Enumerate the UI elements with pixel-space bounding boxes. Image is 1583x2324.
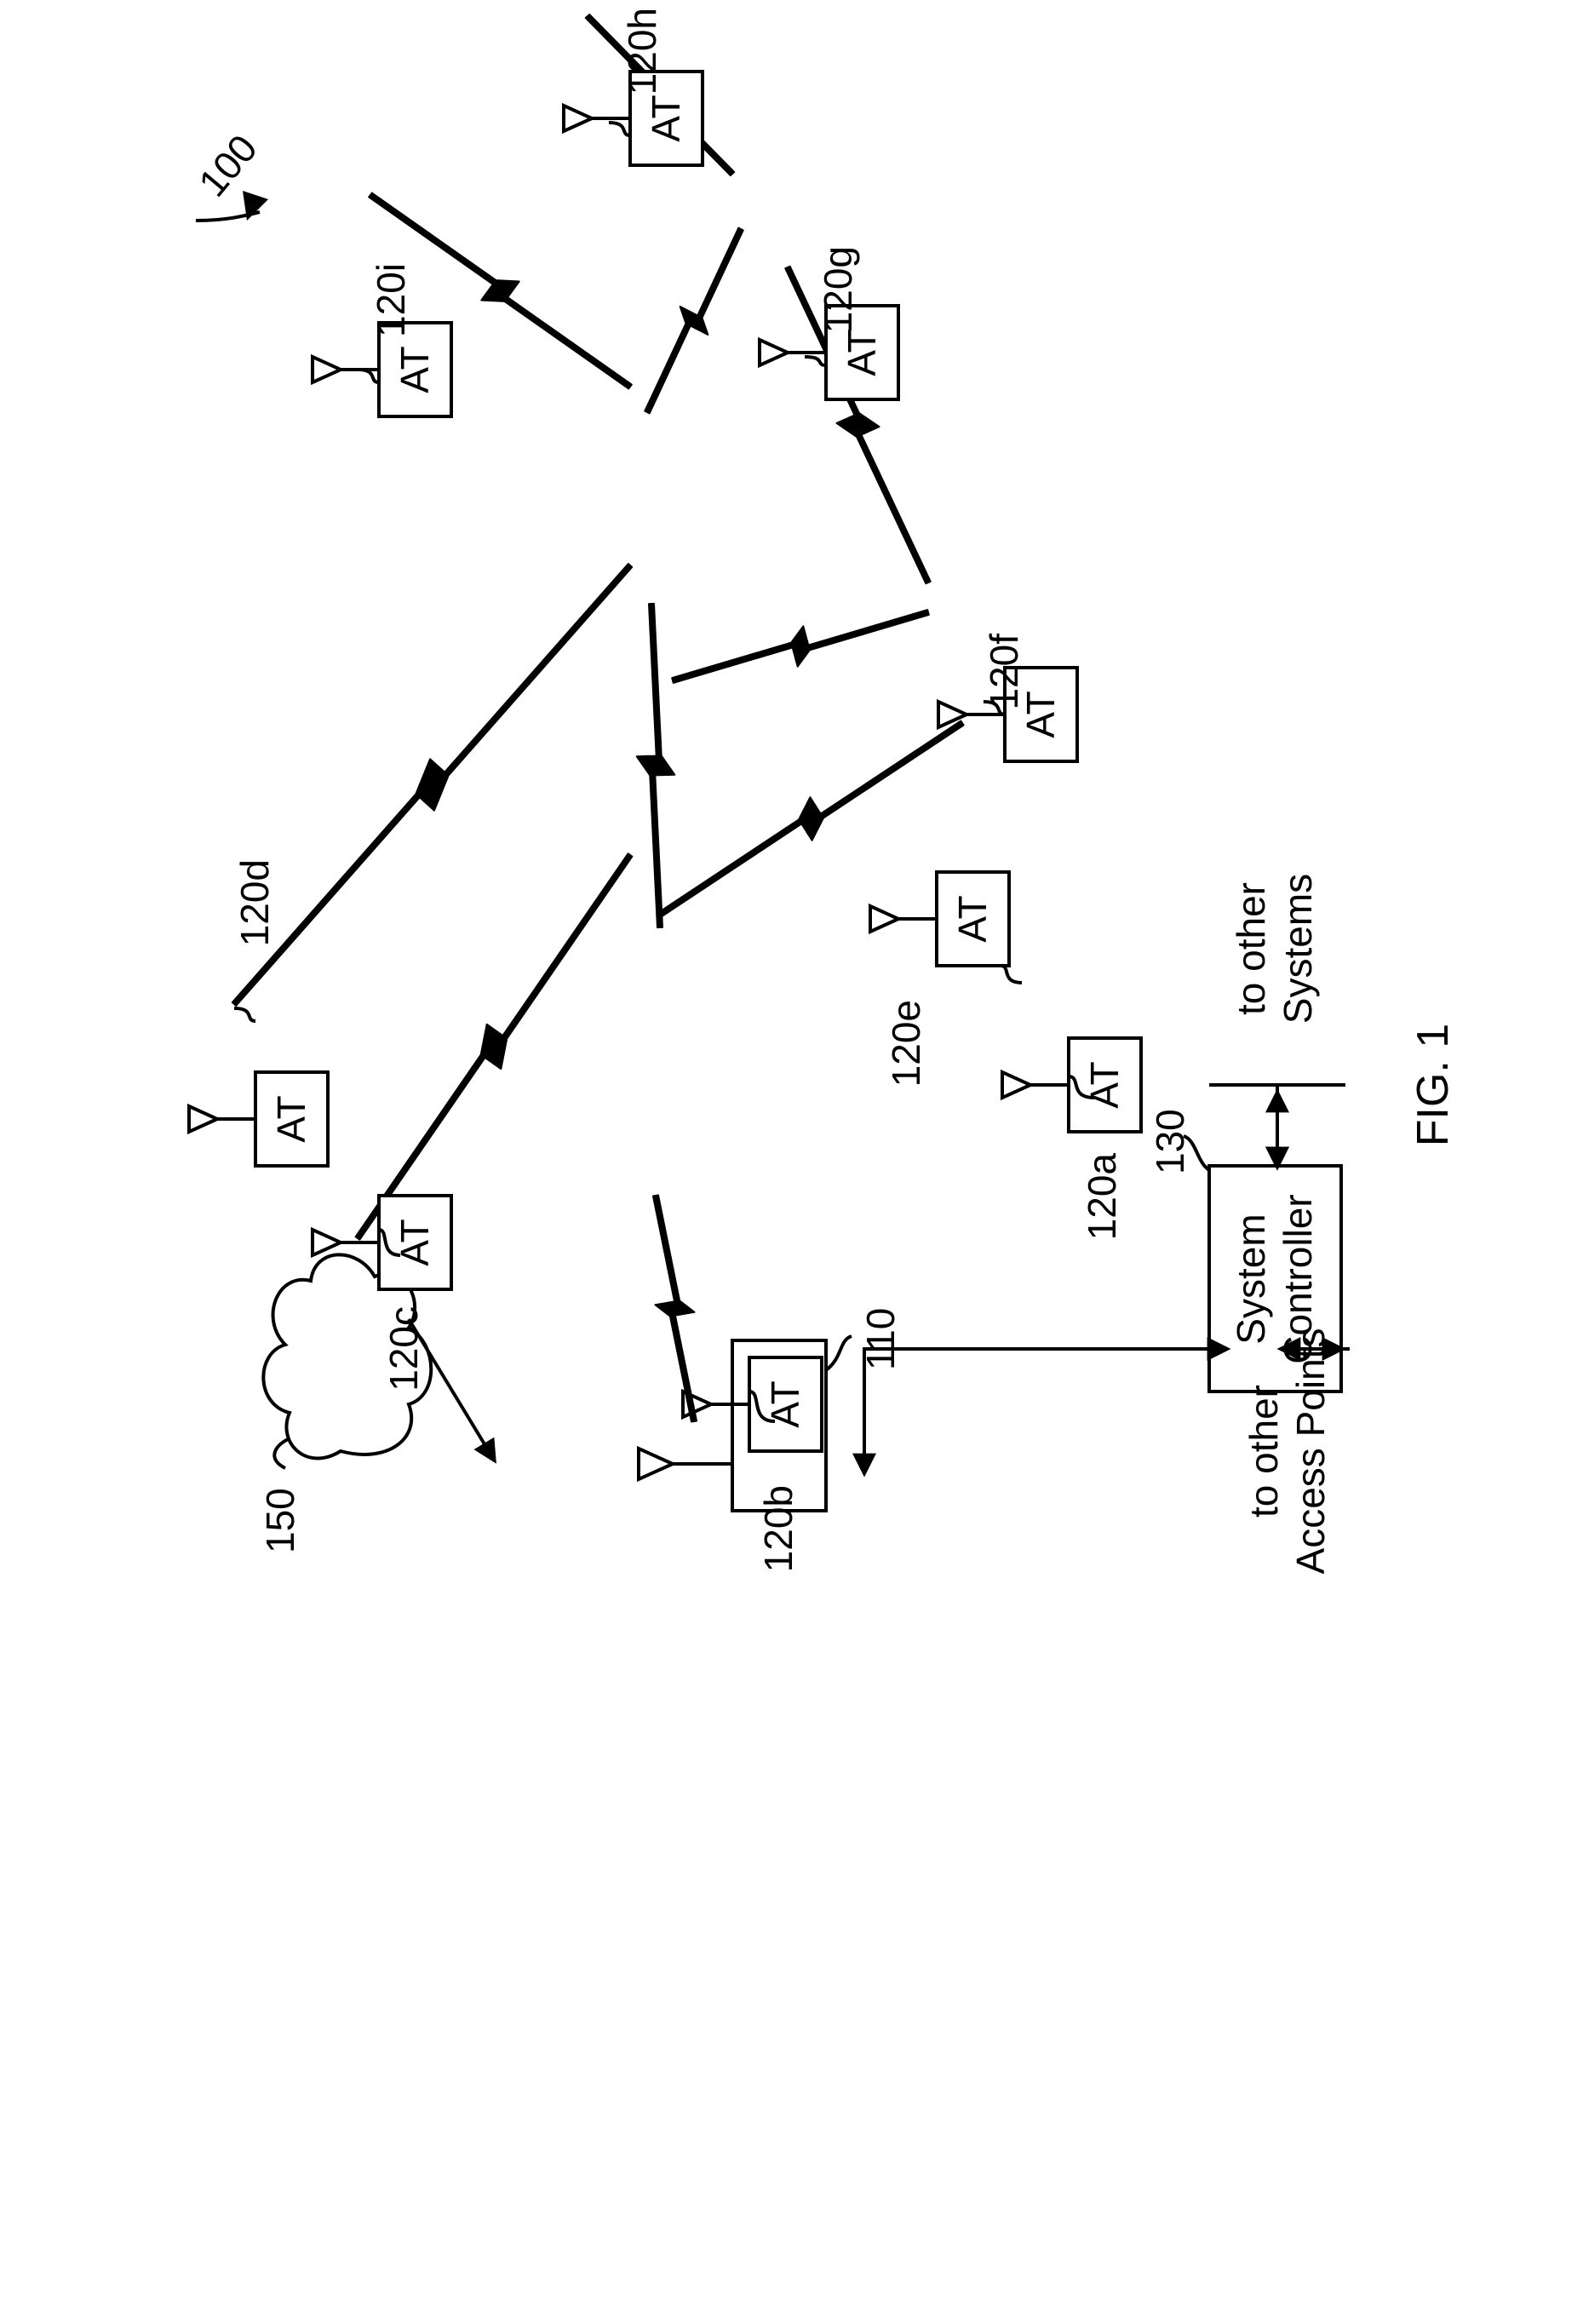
antenna-icon	[313, 1230, 341, 1255]
access-terminal-ref: 120d	[232, 859, 277, 946]
access-terminal-label: AT	[393, 346, 437, 393]
antenna-icon	[564, 106, 592, 131]
access-terminal-h: AT120h	[564, 8, 703, 165]
antenna-icon	[870, 906, 898, 932]
antenna-icon	[189, 1106, 217, 1132]
access-terminal-ref: 120f	[982, 634, 1026, 710]
to-other-systems-line1: to other	[1229, 882, 1273, 1015]
wireless-link	[356, 853, 633, 1239]
wireless-link	[653, 1196, 697, 1422]
access-terminal-e: AT 120e	[870, 872, 1022, 1087]
access-terminals: AT120aAT120bAT120cAT120dAT120eAT120fAT12…	[189, 8, 1141, 1572]
access-terminal-ref: 120a	[1080, 1153, 1124, 1241]
antenna-icon	[1002, 1072, 1030, 1098]
access-terminal-ref: 120c	[381, 1306, 426, 1392]
access-terminal-label: AT	[840, 329, 884, 376]
figure-ref-label: 100	[190, 126, 266, 204]
wireless-link	[658, 721, 963, 917]
figure-caption: FIG. 1	[1408, 1024, 1458, 1146]
access-terminal-g: AT120g	[760, 246, 898, 399]
cloud-ref-label: 150	[258, 1488, 302, 1553]
system-controller-ref: 130	[1148, 1109, 1192, 1174]
system-controller-label-line1: System	[1229, 1214, 1273, 1344]
to-other-systems-line2: Systems	[1276, 874, 1320, 1024]
access-terminal-label: AT	[269, 1095, 313, 1142]
access-terminal-i: AT 120i	[313, 263, 451, 416]
interference-cloud: 150	[258, 1254, 494, 1553]
wireless-links	[232, 14, 964, 1422]
access-terminal-ref: 120e	[884, 1000, 928, 1087]
antenna-icon	[639, 1449, 673, 1479]
access-terminal-d: AT 120d	[189, 859, 328, 1166]
access-terminal-ref: 120h	[620, 8, 664, 95]
wireless-link	[637, 604, 675, 927]
access-terminal-ref: 120i	[369, 263, 413, 337]
figure-ref: 100	[190, 126, 268, 221]
to-other-access-points-line2: Access Points	[1288, 1328, 1333, 1575]
access-terminal-ref: 120g	[816, 246, 860, 333]
access-terminal-label: AT	[950, 895, 995, 942]
access-terminal-label: AT	[644, 95, 688, 141]
access-terminal-label: AT	[393, 1219, 437, 1265]
access-terminal-a: AT 120a	[1002, 1038, 1141, 1240]
antenna-icon	[760, 340, 788, 365]
wireless-link	[645, 228, 743, 414]
antenna-icon	[313, 357, 341, 382]
access-terminal-ref: 120b	[756, 1485, 800, 1572]
access-terminal-f: AT120f	[938, 634, 1077, 761]
wireless-link	[672, 610, 929, 683]
access-terminal-label: AT	[1082, 1061, 1127, 1108]
to-other-access-points-line1: to other	[1242, 1385, 1286, 1518]
